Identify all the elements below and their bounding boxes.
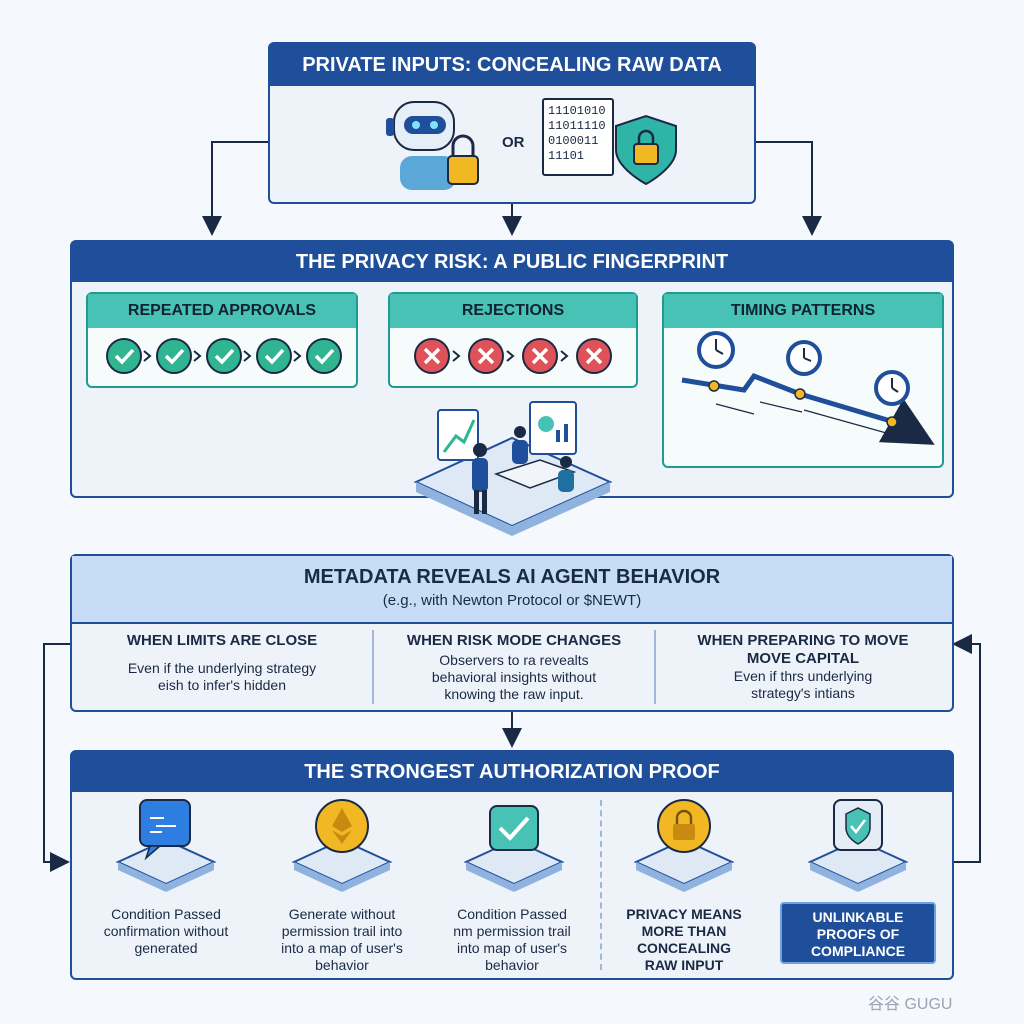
timing-patterns-card: TIMING PATTERNS (662, 292, 944, 468)
column-heading: WHEN PREPARING TO MOVE MOVE CAPITAL (697, 632, 909, 667)
metadata-header (72, 556, 952, 624)
privacy-risk-panel: THE PRIVACY RISK: A PUBLIC FINGERPRINT R… (70, 240, 954, 498)
step-caption: Condition Passed nm permission trail int… (453, 906, 571, 973)
reject-icon (576, 338, 612, 374)
privacy-risk-title: THE PRIVACY RISK: A PUBLIC FINGERPRINT (72, 242, 952, 282)
card-heading: REPEATED APPROVALS (88, 294, 356, 328)
robot-lock-icon (386, 101, 479, 190)
approval-checks (106, 338, 342, 374)
step-caption: Condition Passed confirmation without ge… (103, 906, 229, 956)
column-heading: WHEN RISK MODE CHANGES (406, 632, 622, 649)
binary-data-card: 11101010 11011110 0100011 11101 (542, 98, 614, 176)
column-divider (372, 630, 374, 704)
reject-icon (522, 338, 558, 374)
check-icon (156, 338, 192, 374)
repeated-approvals-card: REPEATED APPROVALS (86, 292, 358, 388)
shield-lock-icon (615, 114, 677, 186)
card-heading: TIMING PATTERNS (664, 294, 942, 328)
timing-clocks (681, 331, 935, 445)
step-caption: PRIVACY MEANS MORE THAN CONCEALING RAW I… (626, 906, 742, 973)
column-divider (654, 630, 656, 704)
clock-icon (874, 370, 910, 406)
card-heading: REJECTIONS (390, 294, 636, 328)
watermark: 谷谷 GUGU (868, 996, 953, 1013)
reject-icon (414, 338, 450, 374)
column-heading: WHEN LIMITS ARE CLOSE (126, 632, 318, 649)
or-label: OR (502, 134, 525, 151)
check-icon (106, 338, 142, 374)
padlock-coin-icon (633, 799, 735, 892)
rejection-marks (414, 338, 612, 374)
check-icon (206, 338, 242, 374)
binary-line: 11011110 (548, 119, 606, 133)
reject-icon (468, 338, 504, 374)
coin-icon (291, 799, 393, 892)
binary-line: 11101010 (548, 104, 606, 118)
metadata-panel: METADATA REVEALS AI AGENT BEHAVIOR (e.g.… (70, 554, 954, 712)
chat-bubble-icon (115, 799, 217, 892)
checkbox-icon (463, 805, 565, 892)
shield-icon (807, 799, 909, 892)
unlinkable-proofs-badge: UNLINKABLE PROOFS OF COMPLIANCE (780, 902, 936, 964)
step-caption: Generate without permission trail into i… (281, 906, 403, 973)
column-text: Observers to ra revealts behavioral insi… (431, 652, 597, 702)
column-text: Even if thrs underlying strategy's intia… (733, 668, 873, 701)
check-icon (256, 338, 292, 374)
private-inputs-panel: PRIVATE INPUTS: CONCEALING RAW DATA OR 1… (268, 42, 756, 204)
clock-icon (786, 340, 822, 376)
rejections-card: REJECTIONS (388, 292, 638, 388)
clock-icon (697, 331, 735, 369)
private-inputs-title: PRIVATE INPUTS: CONCEALING RAW DATA (270, 44, 754, 86)
check-icon (306, 338, 342, 374)
column-divider (600, 800, 603, 970)
metadata-title: METADATA REVEALS AI AGENT BEHAVIOR (303, 566, 721, 588)
metadata-subtitle: (e.g., with Newton Protocol or $NEWT) (382, 592, 642, 609)
binary-line: 0100011 (548, 134, 599, 148)
column-text: Even if the underlying strategy eish to … (127, 660, 317, 693)
binary-line: 11101 (548, 149, 585, 163)
authorization-proof-title: THE STRONGEST AUTHORIZATION PROOF (72, 752, 952, 792)
